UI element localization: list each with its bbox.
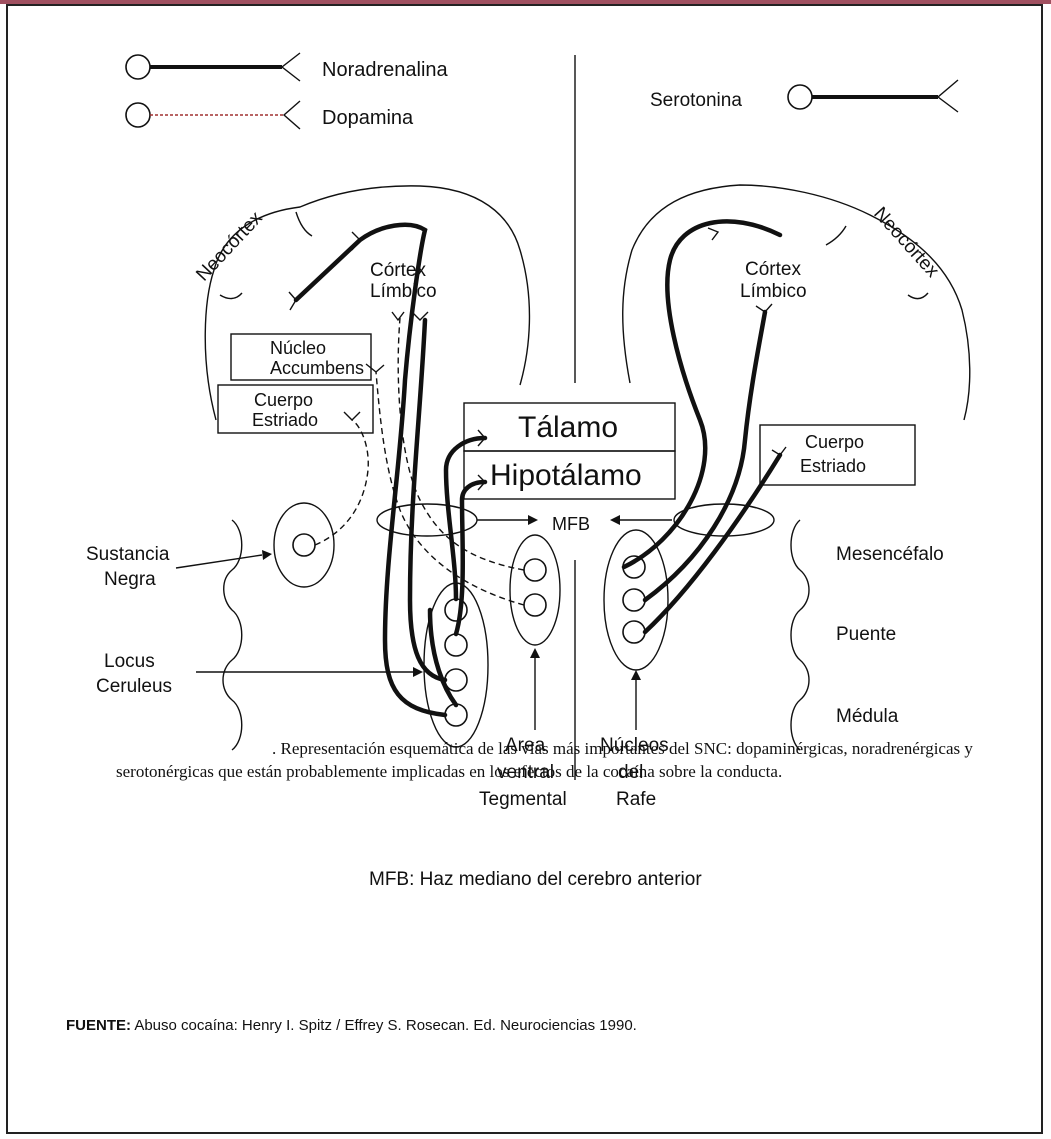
- mfb-definition-note: MFB: Haz mediano del cerebro anterior: [369, 869, 702, 890]
- legend-noradrenalina-symbol: [126, 53, 300, 81]
- rafe-arrow: [631, 670, 641, 730]
- left-hemisphere-outline: [205, 186, 529, 750]
- legend-dopamina-symbol: [126, 101, 300, 129]
- mfb-label: MFB: [552, 514, 590, 534]
- cuerpo-estriado-left-line1: Cuerpo: [254, 390, 313, 410]
- nucleos-rafe-nucleus: [604, 530, 668, 670]
- mfb-right-arrow: [610, 515, 672, 525]
- neocortex-left-label: Neocórtex: [192, 207, 267, 285]
- figure-caption-text: . Representación esquemática de las vías…: [116, 739, 973, 781]
- sustancia-negra-line2: Negra: [104, 569, 156, 590]
- cuerpo-estriado-right-line1: Cuerpo: [805, 432, 864, 452]
- puente-label: Puente: [836, 624, 896, 645]
- sustancia-negra-nucleus: [274, 503, 334, 587]
- locus-ceruleus-line1: Locus: [104, 651, 155, 672]
- cuerpo-estriado-right-line2: Estriado: [800, 456, 866, 476]
- medula-label: Médula: [836, 706, 899, 727]
- area-ventral-tegmental-nucleus: [510, 535, 560, 645]
- legend-dopamina-label: Dopamina: [322, 107, 414, 129]
- legend-noradrenalina-label: Noradrenalina: [322, 59, 449, 81]
- talamo-label: Tálamo: [518, 411, 618, 444]
- legend-serotonina-label: Serotonina: [650, 90, 742, 111]
- mfb-left-arrow: [477, 515, 538, 525]
- locus-ceruleus-line2: Ceruleus: [96, 676, 172, 697]
- mesencefalo-label: Mesencéfalo: [836, 544, 944, 565]
- cortex-limbico-left-line2: Límbico: [370, 281, 437, 302]
- area-ventral-arrow: [530, 648, 540, 730]
- cortex-limbico-left-line1: Córtex: [370, 260, 426, 281]
- figure-caption: . Representación esquemática de las vías…: [116, 737, 976, 783]
- nucleo-accumbens-line2: Accumbens: [270, 358, 364, 378]
- legend: Noradrenalina Dopamina Serotonina: [126, 53, 958, 129]
- neocortex-right-label: Neocórtex: [869, 203, 943, 282]
- source-text: Abuso cocaína: Henry I. Spitz / Effrey S…: [131, 1017, 637, 1034]
- cortex-limbico-right-line1: Córtex: [745, 259, 801, 280]
- hipotalamo-label: Hipotálamo: [490, 459, 642, 492]
- nucleos-rafe-line3: Rafe: [616, 789, 656, 810]
- sustancia-negra-line1: Sustancia: [86, 544, 170, 565]
- source-citation: FUENTE: Abuso cocaína: Henry I. Spitz / …: [66, 1017, 637, 1034]
- cuerpo-estriado-left-line2: Estriado: [252, 410, 318, 430]
- cortex-limbico-right-line2: Límbico: [740, 281, 807, 302]
- sustancia-negra-arrow: [176, 550, 272, 568]
- nucleo-accumbens-line1: Núcleo: [270, 338, 326, 358]
- locus-ceruleus-nucleus: [424, 583, 488, 747]
- legend-serotonina-symbol: [788, 80, 958, 112]
- source-label: FUENTE:: [66, 1017, 131, 1034]
- area-ventral-line3: Tegmental: [479, 789, 567, 810]
